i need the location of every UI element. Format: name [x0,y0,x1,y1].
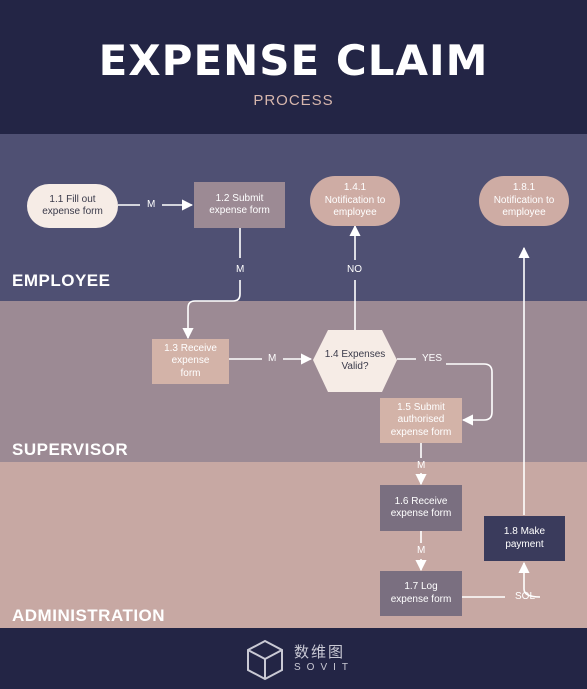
sovit-logo-icon [247,639,283,681]
lane-label-supervisor: SUPERVISOR [12,440,129,459]
lane-supervisor: SUPERVISOR [0,301,587,462]
page-title: EXPENSE CLAIM [98,36,489,85]
edge-label-m-1: M [147,199,156,210]
lane-label-administration: ADMINISTRATION [12,606,166,625]
footer [0,628,587,689]
node-1-1-fill-out-form: 1.1 Fill out expense form [27,184,118,228]
node-1-2-submit-form: 1.2 Submit expense form [194,182,285,228]
node-1-4-1-notification: 1.4.1 Notification to employee [310,176,400,226]
decision-shape [313,330,397,392]
edge-label-m-2: M [236,264,245,275]
edge-label-no: NO [347,264,362,275]
node-1-5-submit-authorised: 1.5 Submit authorised expense form [380,398,462,443]
node-1-8-make-payment: 1.8 Make payment [484,516,565,561]
node-1-7-log-form: 1.7 Log expense form [380,571,462,616]
node-1-3-receive-form: 1.3 Receive expense form [152,339,229,384]
node-1-6-receive-form: 1.6 Receive expense form [380,485,462,531]
edge-1-4-to-1-5 [397,358,493,420]
edge-label-m-3: M [268,353,277,364]
edge-1-7-to-1-8 [462,563,541,598]
page-subtitle: PROCESS [253,92,334,109]
edge-label-yes: YES [422,353,443,364]
lane-label-employee: EMPLOYEE [12,271,111,290]
brand-chinese-name: 数维图 [294,644,346,661]
header: EXPENSE CLAIM PROCESS [0,0,587,134]
edge-label-sol: SOL [515,591,536,602]
edge-1-2-to-1-3 [188,228,241,338]
brand-english-name: SOVIT [294,662,355,673]
edge-label-m-4: M [417,460,426,471]
node-1-8-1-notification: 1.8.1 Notification to employee [479,176,569,226]
edge-label-m-5: M [417,545,426,556]
node-1-4-expenses-valid: 1.4 Expenses Valid? [324,348,386,373]
